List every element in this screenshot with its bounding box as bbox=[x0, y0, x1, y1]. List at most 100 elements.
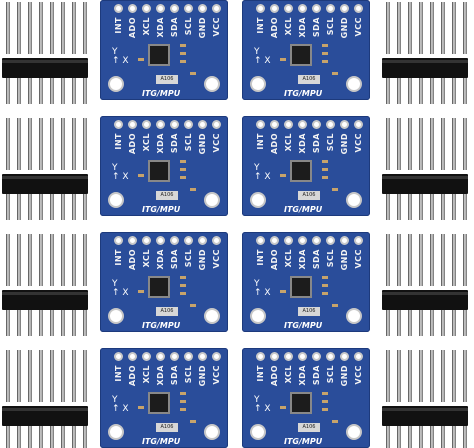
voltage-regulator: A106 bbox=[298, 307, 320, 316]
pin-post bbox=[28, 2, 32, 54]
pin-hole bbox=[354, 352, 363, 361]
pin-label: SCL bbox=[326, 17, 335, 36]
axis-indicator: Y↑ X bbox=[254, 280, 271, 298]
mounting-hole bbox=[204, 76, 220, 92]
axis-x-label: ↑ X bbox=[254, 172, 271, 182]
pin-hole bbox=[354, 236, 363, 245]
pin-post bbox=[61, 350, 65, 402]
pin-label: SDA bbox=[170, 249, 179, 270]
pin-header-strip bbox=[2, 234, 88, 338]
pin-post bbox=[430, 194, 434, 220]
pin-hole bbox=[340, 236, 349, 245]
smd-component bbox=[322, 52, 328, 55]
pin-hole bbox=[184, 4, 193, 13]
sensor-chip bbox=[148, 160, 170, 182]
axis-indicator: Y↑ X bbox=[112, 48, 129, 66]
pin-hole bbox=[142, 352, 151, 361]
model-label: ITG/MPU bbox=[284, 89, 323, 98]
pin-post bbox=[452, 194, 456, 220]
pin-label: SCL bbox=[184, 249, 193, 268]
pin-post bbox=[419, 350, 423, 402]
pin-post bbox=[408, 2, 412, 54]
model-label: ITG/MPU bbox=[142, 89, 181, 98]
smd-component bbox=[332, 188, 338, 191]
pin-post bbox=[397, 310, 401, 336]
smd-component bbox=[322, 160, 328, 163]
pin-post bbox=[83, 350, 87, 402]
pin-label: GND bbox=[340, 365, 349, 387]
mounting-hole bbox=[346, 192, 362, 208]
pin-label: SDA bbox=[312, 17, 321, 38]
pin-label: INT bbox=[256, 249, 265, 266]
pin-post bbox=[6, 194, 10, 220]
pin-post bbox=[72, 350, 76, 402]
pin-post bbox=[386, 310, 390, 336]
pin-hole bbox=[340, 352, 349, 361]
pin-post bbox=[39, 310, 43, 336]
pin-post bbox=[50, 2, 54, 54]
smd-component bbox=[180, 44, 186, 47]
smd-component bbox=[190, 420, 196, 423]
smd-component bbox=[180, 276, 186, 279]
pin-label: ADO bbox=[270, 249, 279, 271]
pin-post bbox=[386, 2, 390, 54]
pin-label: XCL bbox=[284, 133, 293, 152]
pin-post bbox=[72, 234, 76, 286]
pin-hole bbox=[142, 120, 151, 129]
pin-post bbox=[6, 426, 10, 448]
pin-hole bbox=[114, 120, 123, 129]
pin-label: SCL bbox=[326, 249, 335, 268]
sensor-chip bbox=[290, 44, 312, 66]
header-housing bbox=[2, 406, 88, 426]
pin-post bbox=[408, 78, 412, 104]
pin-label: XDA bbox=[298, 365, 307, 386]
pin-label: INT bbox=[256, 365, 265, 382]
mounting-hole bbox=[108, 192, 124, 208]
pin-label: GND bbox=[340, 133, 349, 155]
pin-post bbox=[50, 234, 54, 286]
pin-post bbox=[61, 426, 65, 448]
axis-x-label: ↑ X bbox=[112, 404, 129, 414]
voltage-regulator: A106 bbox=[156, 423, 178, 432]
pin-hole bbox=[142, 236, 151, 245]
mounting-hole bbox=[204, 424, 220, 440]
pin-hole bbox=[256, 236, 265, 245]
pin-post bbox=[17, 350, 21, 402]
pin-post bbox=[397, 350, 401, 402]
pin-hole bbox=[170, 236, 179, 245]
pin-post bbox=[441, 234, 445, 286]
mounting-hole bbox=[250, 308, 266, 324]
voltage-regulator: A106 bbox=[156, 307, 178, 316]
axis-indicator: Y↑ X bbox=[254, 396, 271, 414]
pin-hole bbox=[156, 4, 165, 13]
mounting-hole bbox=[346, 76, 362, 92]
pin-post bbox=[6, 234, 10, 286]
pin-post bbox=[419, 78, 423, 104]
pin-post bbox=[386, 78, 390, 104]
axis-y-label: Y bbox=[112, 163, 118, 173]
pin-label: XCL bbox=[284, 365, 293, 384]
pin-post bbox=[6, 2, 10, 54]
pin-post bbox=[39, 194, 43, 220]
pin-hole bbox=[270, 120, 279, 129]
pin-label: XDA bbox=[156, 17, 165, 38]
smd-component bbox=[180, 392, 186, 395]
smd-component bbox=[138, 58, 144, 61]
pin-label: XDA bbox=[156, 133, 165, 154]
smd-component bbox=[322, 60, 328, 63]
pin-post bbox=[72, 310, 76, 336]
pin-hole bbox=[270, 236, 279, 245]
pin-hole bbox=[128, 236, 137, 245]
pin-post bbox=[408, 350, 412, 402]
pin-post bbox=[39, 426, 43, 448]
smd-component bbox=[322, 168, 328, 171]
pin-post bbox=[441, 310, 445, 336]
pin-hole bbox=[170, 120, 179, 129]
pin-post bbox=[463, 234, 467, 286]
pin-hole bbox=[354, 120, 363, 129]
axis-y-label: Y bbox=[254, 279, 260, 289]
pin-header-strip bbox=[382, 234, 468, 338]
pin-post bbox=[419, 310, 423, 336]
